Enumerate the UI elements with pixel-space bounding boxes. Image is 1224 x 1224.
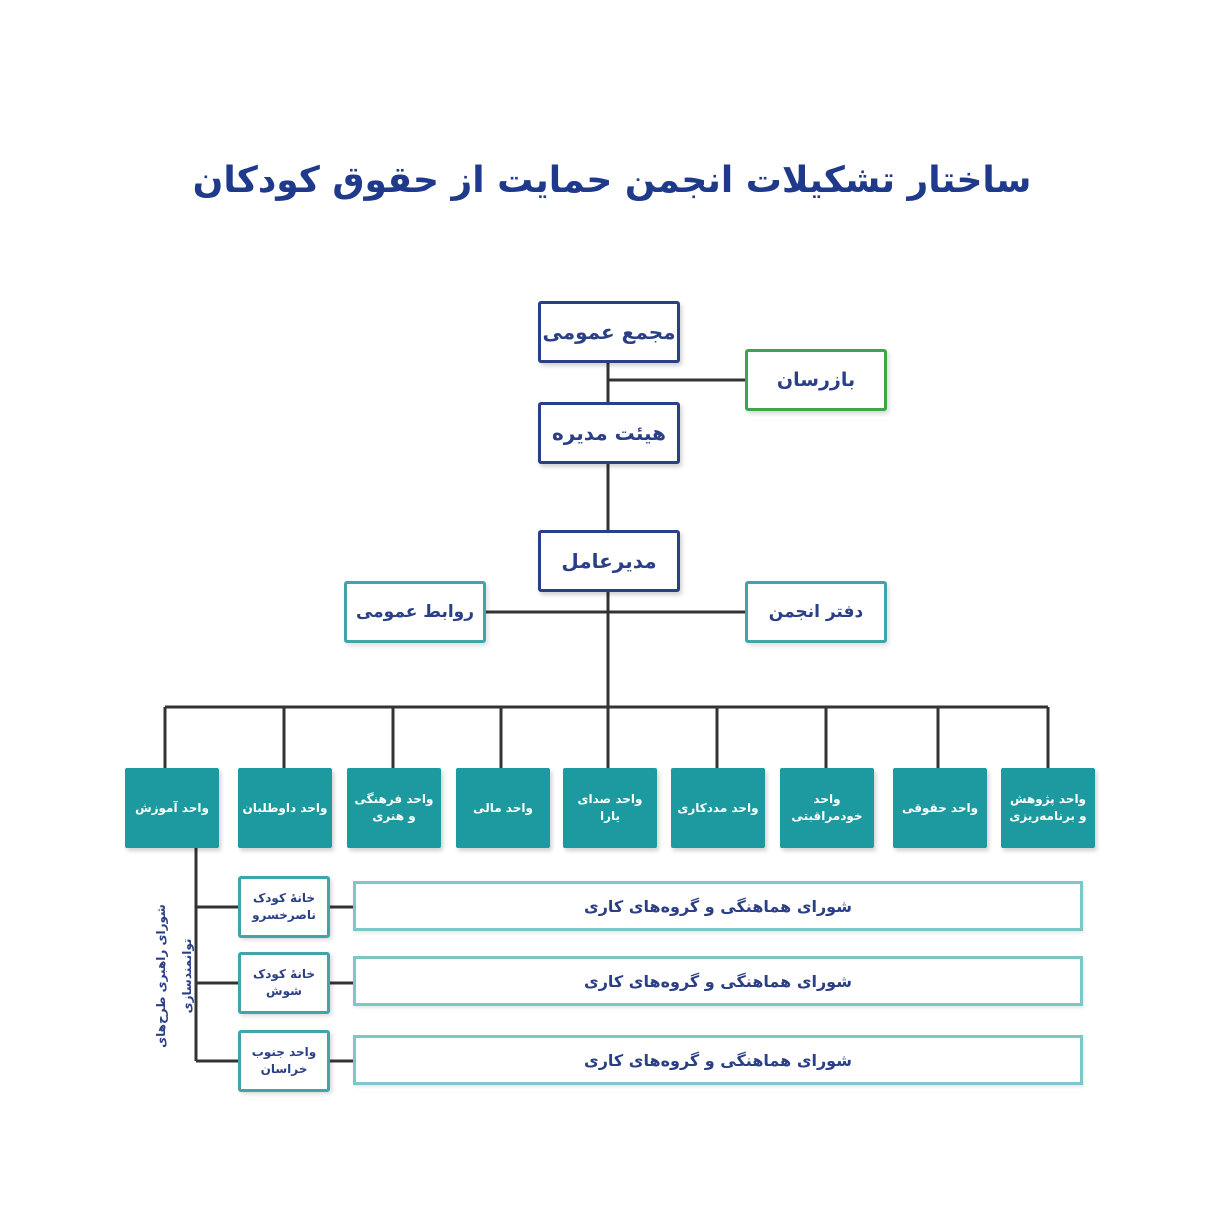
unit-research-planning: واحد پژوهش و برنامه‌ریزی	[1001, 768, 1095, 848]
ceo-box: مدیرعامل	[538, 530, 680, 592]
general-assembly-box: مجمع عمومی	[538, 301, 680, 363]
branch-south-khorasan: واحد جنوب خراسان	[238, 1030, 330, 1092]
branch-shoosh: خانهٔ کودک شوش	[238, 952, 330, 1014]
unit-legal: واحد حقوقی	[893, 768, 987, 848]
board-box: هیئت مدیره	[538, 402, 680, 464]
office-box: دفتر انجمن	[745, 581, 887, 643]
unit-self-care: واحد خودمراقبتی	[780, 768, 874, 848]
inspectors-box: بازرسان	[745, 349, 887, 411]
steering-council-label: شورای راهبری طرح‌های توانمندسازی	[154, 904, 194, 1048]
unit-yara-voice: واحد صدای یارا	[563, 768, 657, 848]
unit-education: واحد آموزش	[125, 768, 219, 848]
unit-social-work: واحد مددکاری	[671, 768, 765, 848]
council-box-3: شورای هماهنگی و گروه‌های کاری	[353, 1035, 1083, 1085]
public-relations-box: روابط عمومی	[344, 581, 486, 643]
council-box-1: شورای هماهنگی و گروه‌های کاری	[353, 881, 1083, 931]
branch-naser-khosrow: خانهٔ کودک ناصرخسرو	[238, 876, 330, 938]
unit-culture-art: واحد فرهنگی و هنری	[347, 768, 441, 848]
unit-finance: واحد مالی	[456, 768, 550, 848]
council-box-2: شورای هماهنگی و گروه‌های کاری	[353, 956, 1083, 1006]
page-title: ساختار تشکیلات انجمن حمایت از حقوق کودکا…	[192, 160, 1032, 201]
unit-volunteers: واحد داوطلبان	[238, 768, 332, 848]
